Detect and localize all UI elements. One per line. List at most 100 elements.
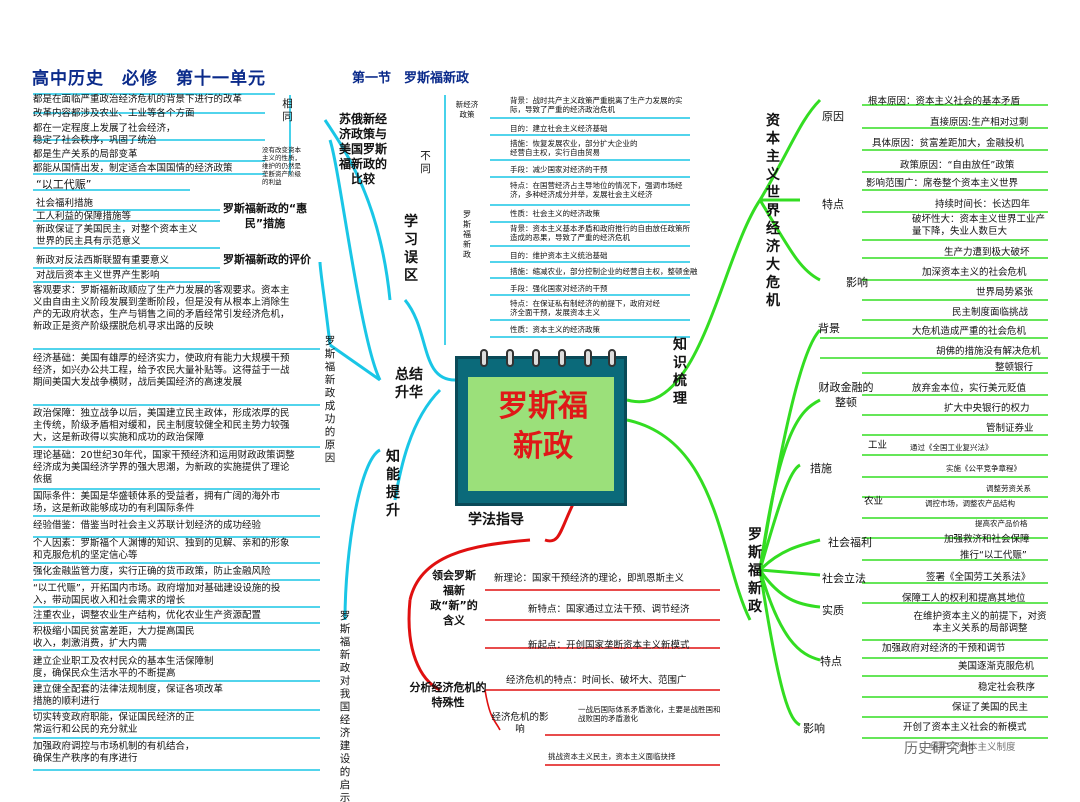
method-impact-item: 挑战资本主义民主，资本主义面临抉择 <box>548 752 676 761</box>
newdeal-essence: 在维护资本主义的前提下，对资本主义关系的局部调整 <box>913 611 1047 634</box>
rnd-item: 措施：缩减农业，部分控制企业的经营自主权，整顿金融 <box>510 267 698 276</box>
crisis-feature-label: 特点 <box>822 198 844 211</box>
rnd-item: 背景：资本主义基本矛盾和政府推行的自由放任政策所造成的恶果，导致了严重的经济危机 <box>510 224 690 243</box>
newdeal-law: 保障工人的权利和提高其地位 <box>902 593 1026 604</box>
newdeal-law: 签署《全国劳工关系法》 <box>926 572 1031 583</box>
crisis-impact: 加深资本主义的社会危机 <box>922 267 1027 278</box>
crisis-feature: 破坏性大：资本主义世界工业产量下降，失业人数巨大 <box>912 214 1046 237</box>
method-new-item: 新理论：国家干预经济的理论，即凯恩斯主义 <box>494 573 685 584</box>
same-note: 没有改变资本主义的性质，维护的仍然是垄断资产阶级的利益 <box>262 146 301 186</box>
success-item: 个人因素：罗斯福个人渊博的知识、独到的见解、亲和的形象和克服危机的坚定信心等 <box>33 538 290 561</box>
method-crisis-feature: 经济危机的特点：时间长、破坏大、范围广 <box>506 675 687 686</box>
page-subtitle: 第一节 罗斯福新政 <box>352 71 470 86</box>
success-label: 罗斯福新政成功的原因 <box>324 335 336 464</box>
inspiration-item: 积极缩小国民贫富差距，大力提高国民收入，刺激消费，扩大内需 <box>33 626 195 649</box>
newdeal-welfare-label: 社会福利 <box>828 536 872 549</box>
branch-knowledge: 知识梳理 <box>673 337 687 407</box>
newdeal-eff: 维护了资本主义制度 <box>930 742 1016 753</box>
newdeal-eff-label: 影响 <box>803 722 825 735</box>
newdeal-law-label: 社会立法 <box>822 572 866 585</box>
crisis-cause: 政策原因：“自由放任”政策 <box>900 160 1015 171</box>
branch-ability: 知能提升 <box>386 449 400 519</box>
newdeal-bg-label: 背景 <box>818 322 840 335</box>
crisis-impact-label: 影响 <box>846 276 868 289</box>
inspiration-item: 加强政府调控与市场机制的有机结合，确保生产秩序的有序进行 <box>33 741 195 764</box>
success-item: 理论基础：20世纪30年代，国家干预经济和运用财政政策调整经济成为美国经济学界的… <box>33 450 295 485</box>
evaluation-item: 新政保证了美国民主，对整个资本主义世界的民主具有示范意义 <box>36 224 198 247</box>
newdeal-fin: 管制证券业 <box>986 423 1034 434</box>
method-impact-item: 一战后国际体系矛盾激化，主要是战胜国和战败国的矛盾激化 <box>578 705 721 724</box>
nep-item: 性质：社会主义的经济政策 <box>510 209 600 218</box>
newdeal-industry: 通过《全国工业复兴法》 <box>910 443 993 452</box>
nep-item: 背景：战时共产主义政策严重脱离了生产力发展的实际，导致了严重的经济政治危机 <box>510 96 683 115</box>
method-new-label: 领会罗斯福新政“新”的含义 <box>430 569 478 627</box>
crisis-impact: 世界局势紧张 <box>976 287 1034 298</box>
inspiration-item: “以工代赈”，开拓国内市场。政府增加对基础建设设施的投入，带动国民收入和社会需求… <box>33 583 281 606</box>
newdeal-law: 推行“以工代赈” <box>960 550 1027 561</box>
nep-item: 手段：减少国家对经济的干预 <box>510 165 608 174</box>
inspiration-item: 建立企业职工及农村民众的基本生活保障制度，确保民众生活水平的不断提高 <box>33 656 214 679</box>
evaluation-item: 新政对反法西斯联盟有重要意义 <box>36 255 170 266</box>
success-item: 经验借鉴：借鉴当时社会主义苏联计划经济的成功经验 <box>33 520 262 531</box>
newdeal-essence-label: 实质 <box>822 604 844 617</box>
newdeal-welfare: 加强救济和社会保障 <box>944 534 1030 545</box>
branch-learn: 学习误区 <box>404 214 418 284</box>
same-item: 都能从国情出发，制定适合本国国情的经济政策 <box>33 163 233 174</box>
crisis-cause: 直接原因:生产相对过剩 <box>930 117 1029 128</box>
newdeal-bg: 大危机造成严重的社会危机 <box>912 326 1027 337</box>
rnd-label: 罗斯福新政 <box>463 210 471 259</box>
crisis-cause: 根本原因：资本主义社会的基本矛盾 <box>868 96 1021 107</box>
inspiration-label: 罗斯福新政对我国经济建设的启示 <box>339 610 351 802</box>
rnd-item: 性质：资本主义的经济政策 <box>510 325 600 334</box>
rnd-item: 目的：维护资本主义统治基础 <box>510 251 608 260</box>
rnd-item: 特点：在保证私有制经济的前提下，政府对经济全面干预，发展资本主义 <box>510 299 660 318</box>
same-item: 改革内容都涉及农业、工业等各个方面 <box>33 108 195 119</box>
huimin-item: 工人利益的保障措施等 <box>36 211 132 222</box>
center-title: 罗斯福新政 <box>498 389 588 464</box>
nep-item: 措施：恢复发展农业，部分扩大企业的经营自主权，实行自由贸易 <box>510 139 638 158</box>
method-new-item: 新起点：开创国家垄断资本主义新模式 <box>528 640 690 651</box>
success-item: 客观要求：罗斯福新政顺应了生产力发展的客观要求。资本主义由自由主义阶段发展到垄断… <box>33 285 290 332</box>
evaluation-item: 对战后资本主义世界产生影响 <box>36 270 160 281</box>
newdeal-fin: 整顿银行 <box>995 362 1034 373</box>
same-item: 都在一定程度上发展了社会经济，稳定了社会秩序，巩固了统治 <box>33 123 176 146</box>
nep-item: 目的：建立社会主义经济基础 <box>510 124 608 133</box>
newdeal-fin-label: 财政金融的整顿 <box>818 381 874 409</box>
branch-summary: 总结升华 <box>395 367 423 401</box>
inspiration-item: 切实转变政府职能，保证国民经济的正常运行和公民的充分就业 <box>33 712 195 735</box>
evaluation-label: 罗斯福新政的评价 <box>223 253 311 266</box>
success-item: 经济基础：美国有雄厚的经济实力，使政府有能力大规模干预经济，如兴办公共工程，给予… <box>33 353 290 388</box>
newdeal-agri: 提高农产品价格 <box>975 519 1028 528</box>
compare-label: 苏俄新经济政策与美国罗斯福新政的比较 <box>338 112 387 186</box>
nep-label: 新经济政策 <box>455 100 479 119</box>
method-new-item: 新特点：国家通过立法干预、调节经济 <box>528 604 690 615</box>
diff-label: 不同 <box>420 150 431 175</box>
newdeal-agri-label: 农业 <box>864 496 884 507</box>
huimin-label: 罗斯福新政的“惠民”措施 <box>222 202 308 230</box>
inspiration-item: 强化金融监管力度，实行正确的货币政策，防止金融风险 <box>33 566 271 577</box>
rnd-item: 手段：强化国家对经济的干预 <box>510 284 608 293</box>
newdeal-eff: 开创了资本主义社会的新模式 <box>903 722 1027 733</box>
newdeal-feat: 加强政府对经济的干预和调节 <box>882 643 1006 654</box>
huimin-item: “以工代赈” <box>36 178 92 191</box>
huimin-item: 社会福利措施 <box>36 198 94 209</box>
crisis-feature: 持续时间长：长达四年 <box>935 199 1031 210</box>
branch-method: 学法指导 <box>468 512 524 528</box>
method-crisis-label: 分析经济危机的特殊性 <box>409 681 487 709</box>
newdeal-bg: 胡佛的措施没有解决危机 <box>936 346 1041 357</box>
inspiration-item: 建立健全配套的法律法规制度，保证各项改革措施的顺利进行 <box>33 684 224 707</box>
newdeal-measure-label: 措施 <box>810 462 832 475</box>
newdeal-fin: 放弃金本位，实行美元贬值 <box>912 383 1027 394</box>
crisis-impact: 生产力遭到极大破坏 <box>944 247 1030 258</box>
crisis-feature: 影响范围广：席卷整个资本主义世界 <box>866 178 1019 189</box>
crisis-impact: 民主制度面临挑战 <box>952 307 1029 318</box>
nep-item: 特点：在国营经济占主导地位的情况下，强调市场经济，多种经济成分并举，发展社会主义… <box>510 181 683 200</box>
success-item: 国际条件：美国是华盛顿体系的受益者，拥有广阔的海外市场，这是新政能够成功的有利国… <box>33 491 281 514</box>
same-label: 相同 <box>282 98 293 123</box>
newdeal-industry: 实施《公平竞争章程》 <box>946 464 1021 473</box>
same-item: 都是在面临严重政治经济危机的背景下进行的改革 <box>33 94 243 105</box>
method-impact-label: 经济危机的影响 <box>491 712 549 735</box>
newdeal-industry: 调整劳资关系 <box>986 484 1031 493</box>
center-node: 罗斯福新政 <box>455 349 627 506</box>
